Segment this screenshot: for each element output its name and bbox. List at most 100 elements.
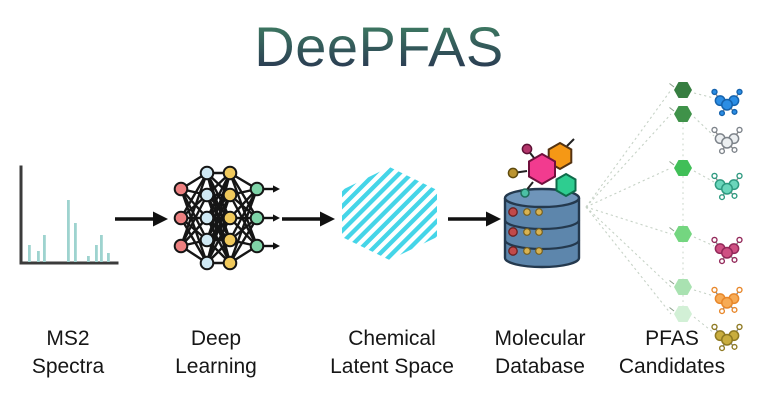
molecule-satellite-atom [731, 192, 738, 199]
nn-edge [228, 171, 259, 220]
candidate-to-molecule-link [693, 316, 715, 334]
nn-node [199, 165, 215, 181]
candidate-hexagon [674, 106, 692, 122]
candidate-hexagon-bond-stub [669, 280, 675, 285]
database-record-dots [508, 207, 543, 256]
nn-node [249, 238, 265, 254]
teal-atom [520, 188, 530, 198]
molecule-satellite-atom [736, 286, 743, 294]
nn-node [199, 255, 215, 271]
molecule-satellite-atom [718, 345, 726, 352]
nn-nodes [173, 165, 265, 271]
candidate-hexagon-bond-stub [669, 107, 675, 112]
page-title: DeePFAS [0, 14, 758, 80]
database-to-candidate-link [585, 206, 672, 235]
molecule-atom [721, 333, 733, 346]
molecule-atom [721, 246, 733, 259]
database-cylinder [503, 187, 581, 269]
nn-edge [179, 193, 209, 248]
candidate-molecule-icon [711, 88, 743, 117]
nn-edge [179, 171, 209, 248]
molecule-satellite-atom [711, 286, 718, 294]
spectrum-bar [43, 235, 46, 262]
candidate-to-molecule-link [693, 92, 715, 99]
candidate-molecule-icon [711, 323, 743, 352]
nn-node [222, 165, 238, 181]
candidate-molecule-icon [711, 286, 743, 315]
neural-network-icon [173, 165, 280, 271]
nn-node [249, 210, 265, 226]
molecule-icon [507, 138, 577, 198]
nn-node [173, 238, 189, 254]
nn-output-arrowhead [273, 242, 280, 250]
molecule-satellite-atom [731, 108, 738, 115]
nn-edge [205, 193, 232, 265]
nn-edge [179, 187, 209, 265]
nn-edge [179, 187, 209, 242]
nn-node [249, 181, 265, 197]
candidate-hexagon-bond-stub [669, 307, 675, 312]
nn-edge [228, 171, 259, 248]
spectrum-bar [67, 200, 70, 262]
nn-edge [228, 216, 259, 265]
spectrum-bar [37, 251, 40, 262]
candidate-hexagon [674, 279, 692, 295]
spectrum-bar [87, 256, 90, 262]
stage-label-line2: Database [495, 354, 585, 378]
candidate-hexagon-bond-stub [669, 161, 675, 166]
nn-output-arrowhead [273, 214, 280, 222]
stage-label-line2: Spectra [31, 354, 105, 378]
molecule-atom [721, 296, 733, 309]
pink-hexagon [528, 152, 556, 186]
candidate-hexagon [674, 160, 692, 176]
spectrum-bar [100, 235, 103, 262]
nn-node [199, 210, 215, 226]
molecule-satellite-atom [731, 146, 738, 153]
molecule-satellite-atom [731, 306, 738, 313]
stage-label-deep-learning: Deep Learning [128, 325, 304, 380]
nn-node [199, 232, 215, 248]
molecule-satellite-atom [711, 323, 718, 331]
stage-label-chemical-latent-space: Chemical Latent Space [304, 325, 480, 380]
nn-node [222, 255, 238, 271]
candidate-ranking-icon [585, 82, 743, 352]
candidate-molecule-icon [711, 126, 743, 155]
molecule-satellite-atom [731, 256, 738, 263]
molecule-satellite-atom [718, 194, 726, 201]
database-to-candidate-link [585, 113, 672, 208]
flow-arrow-icon [282, 211, 335, 227]
flow-arrow-icon [115, 211, 168, 227]
candidate-to-molecule-link [693, 170, 715, 183]
molecule-satellite-atom [711, 126, 718, 134]
latent-space-hexagon [342, 167, 437, 260]
molecule-satellite-atom [711, 88, 718, 96]
nn-node [173, 210, 189, 226]
stage-label-line1: MS2 [46, 327, 90, 350]
spectrum-bar [107, 253, 110, 262]
molecule-satellite-atom [711, 172, 718, 180]
database-to-candidate-link [585, 167, 672, 208]
stage-label-line1: Molecular [494, 327, 586, 350]
spectrum-bars [28, 200, 110, 262]
stage-label-line1: PFAS [645, 327, 699, 350]
molecule-satellite-atom [736, 126, 743, 134]
candidate-hexagon-bond-stub [669, 83, 675, 88]
candidate-to-molecule-link [693, 236, 715, 247]
nn-node [173, 181, 189, 197]
candidate-molecule-icon [711, 236, 743, 265]
nn-output-arrowhead [273, 185, 280, 193]
spectrum-bar [28, 245, 31, 262]
stage-label-line2: Learning [175, 354, 257, 378]
molecule-satellite-atom [711, 236, 718, 244]
stage-label-pfas-candidates: PFAS Candidates [584, 325, 758, 380]
spectrum-bar [95, 245, 98, 262]
candidate-hexagon [674, 82, 692, 98]
molecule-atom [721, 182, 733, 195]
stage-label-line2: Latent Space [330, 354, 454, 378]
molecule-atom [721, 136, 733, 149]
molecule-satellite-atom [718, 258, 726, 265]
candidate-hexagon [674, 306, 692, 322]
nn-node [199, 187, 215, 203]
database-to-candidate-link [585, 206, 672, 288]
